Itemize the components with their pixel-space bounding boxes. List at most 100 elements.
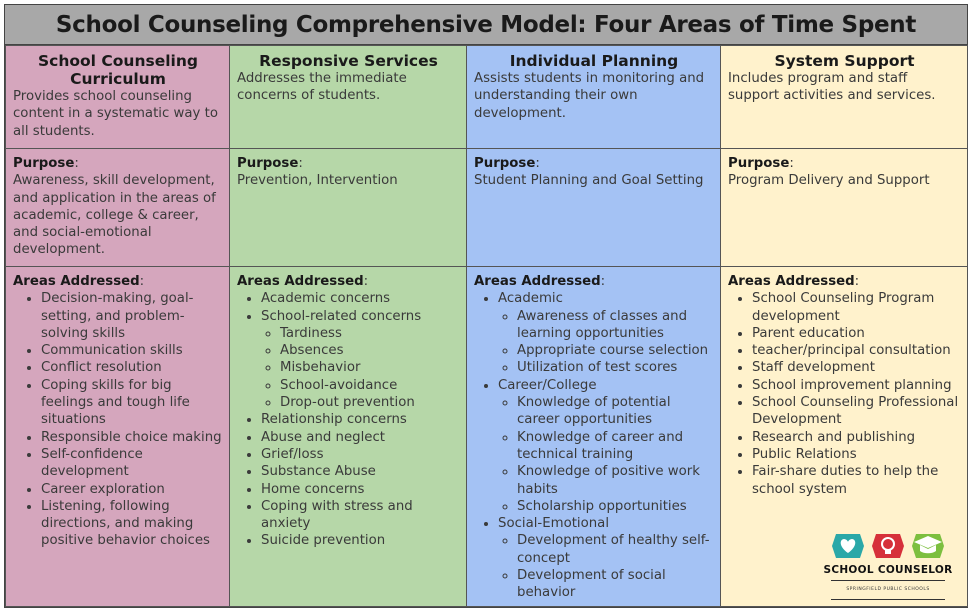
sub-list-item: Drop-out prevention — [280, 394, 460, 411]
sub-list-item: Development of social behavior — [517, 567, 714, 602]
sub-list-item: Absences — [280, 342, 460, 359]
model-table: School Counseling Curriculum Provides sc… — [5, 45, 968, 607]
sub-list-item: Scholarship opportunities — [517, 498, 714, 515]
areas-cell: Areas Addressed: Decision-making, goal-s… — [5, 266, 230, 607]
list-item-label: Social-Emotional — [498, 516, 610, 532]
list-item: Coping with stress and anxiety — [261, 498, 460, 533]
list-item: Conflict resolution — [41, 359, 223, 376]
list-item: Staff development — [752, 359, 961, 376]
list-item-label: Academic — [498, 291, 563, 307]
list-item: Listening, following directions, and mak… — [41, 498, 223, 550]
areas-cell: Areas Addressed: Academic concerns Schoo… — [229, 266, 467, 607]
list-item: Responsible choice making — [41, 429, 223, 446]
column-description: Includes program and staff support activ… — [728, 71, 936, 104]
column-description: Addresses the immediate concerns of stud… — [237, 71, 407, 104]
list-item: Coping skills for big feelings and tough… — [41, 377, 223, 429]
purpose-cell: Purpose: Program Delivery and Support — [720, 148, 968, 267]
areas-label: Areas Addressed — [474, 274, 601, 289]
column-heading: Responsive Services — [259, 52, 438, 70]
list-item: Relationship concerns — [261, 411, 460, 428]
logo-subtitle: SPRINGFIELD PUBLIC SCHOOLS — [831, 580, 945, 600]
areas-label: Areas Addressed — [13, 274, 140, 289]
sub-list: Tardiness Absences Misbehavior School-av… — [261, 325, 460, 411]
column-heading: Individual Planning — [509, 52, 679, 70]
purpose-row: Purpose: Awareness, skill development, a… — [5, 148, 968, 267]
purpose-text: Prevention, Intervention — [237, 173, 398, 189]
page-title: School Counseling Comprehensive Model: F… — [5, 5, 967, 45]
purpose-text: Student Planning and Goal Setting — [474, 173, 704, 189]
column-heading: School Counseling Curriculum — [38, 52, 198, 88]
areas-label: Areas Addressed — [728, 274, 855, 289]
graduation-cap-icon — [912, 534, 944, 558]
list-item: School improvement planning — [752, 377, 961, 394]
list-item-label: Career/College — [498, 377, 597, 393]
purpose-label: Purpose — [13, 156, 75, 171]
logo-title: SCHOOL COUNSELOR — [823, 564, 953, 576]
list-item: Fair-share duties to help the school sys… — [752, 463, 961, 498]
school-counselor-logo: SCHOOL COUNSELOR SPRINGFIELD PUBLIC SCHO… — [823, 532, 953, 600]
list-item: Substance Abuse — [261, 463, 460, 480]
sub-list-item: Awareness of classes and learning opport… — [517, 308, 714, 343]
list-item: Career/College Knowledge of potential ca… — [498, 377, 714, 515]
sub-list-item: Knowledge of potential career opportunit… — [517, 394, 714, 429]
areas-list: Decision-making, goal-setting, and probl… — [13, 290, 223, 549]
purpose-text: Awareness, skill development, and applic… — [13, 173, 216, 258]
column-description: Provides school counseling content in a … — [13, 89, 218, 139]
list-item: Home concerns — [261, 481, 460, 498]
list-item: Research and publishing — [752, 429, 961, 446]
list-item: Communication skills — [41, 342, 223, 359]
system-heading-cell: System Support Includes program and staf… — [720, 45, 968, 149]
areas-label: Areas Addressed — [237, 274, 364, 289]
sub-list-item: Appropriate course selection — [517, 342, 714, 359]
purpose-label: Purpose — [237, 156, 299, 171]
list-item: Decision-making, goal-setting, and probl… — [41, 290, 223, 342]
list-item: Career exploration — [41, 481, 223, 498]
sub-list: Development of healthy self-concept Deve… — [498, 532, 714, 601]
list-item: teacher/principal consultation — [752, 342, 961, 359]
areas-cell: Areas Addressed: Academic Awareness of c… — [466, 266, 721, 607]
areas-list: School Counseling Program development Pa… — [728, 290, 961, 498]
sub-list-item: Knowledge of career and technical traini… — [517, 429, 714, 464]
list-item: Grief/loss — [261, 446, 460, 463]
planning-heading-cell: Individual Planning Assists students in … — [466, 45, 721, 149]
sub-list-item: Misbehavior — [280, 359, 460, 376]
areas-list: Academic concerns School-related concern… — [237, 290, 460, 549]
sub-list-item: Development of healthy self-concept — [517, 532, 714, 567]
list-item: Social-Emotional Development of healthy … — [498, 515, 714, 601]
sub-list-item: Knowledge of positive work habits — [517, 463, 714, 498]
sub-list: Awareness of classes and learning opport… — [498, 308, 714, 377]
column-heading: System Support — [774, 52, 915, 70]
heart-icon — [832, 534, 864, 558]
column-description: Assists students in monitoring and under… — [474, 71, 705, 121]
lightbulb-icon — [872, 534, 904, 558]
purpose-label: Purpose — [728, 156, 790, 171]
responsive-heading-cell: Responsive Services Addresses the immedi… — [229, 45, 467, 149]
list-item: Parent education — [752, 325, 961, 342]
areas-cell: Areas Addressed: School Counseling Progr… — [720, 266, 968, 607]
purpose-cell: Purpose: Prevention, Intervention — [229, 148, 467, 267]
list-item: Abuse and neglect — [261, 429, 460, 446]
list-item: School-related concerns Tardiness Absenc… — [261, 308, 460, 412]
curriculum-heading-cell: School Counseling Curriculum Provides sc… — [5, 45, 230, 149]
sub-list-item: Utilization of test scores — [517, 359, 714, 376]
sub-list-item: Tardiness — [280, 325, 460, 342]
purpose-cell: Purpose: Awareness, skill development, a… — [5, 148, 230, 267]
heading-row: School Counseling Curriculum Provides sc… — [5, 45, 968, 149]
list-item: School Counseling Professional Developme… — [752, 394, 961, 429]
sub-list: Knowledge of potential career opportunit… — [498, 394, 714, 515]
list-item: Academic concerns — [261, 290, 460, 307]
purpose-cell: Purpose: Student Planning and Goal Setti… — [466, 148, 721, 267]
logo-icons — [823, 532, 953, 560]
list-item: School Counseling Program development — [752, 290, 961, 325]
list-item: Suicide prevention — [261, 532, 460, 549]
model-frame: School Counseling Comprehensive Model: F… — [4, 4, 968, 608]
areas-row: Areas Addressed: Decision-making, goal-s… — [5, 266, 968, 607]
list-item-label: School-related concerns — [261, 308, 422, 324]
list-item: Public Relations — [752, 446, 961, 463]
areas-list: Academic Awareness of classes and learni… — [474, 290, 714, 601]
list-item: Self-confidence development — [41, 446, 223, 481]
sub-list-item: School-avoidance — [280, 377, 460, 394]
purpose-text: Program Delivery and Support — [728, 173, 930, 189]
list-item: Academic Awareness of classes and learni… — [498, 290, 714, 376]
purpose-label: Purpose — [474, 156, 536, 171]
